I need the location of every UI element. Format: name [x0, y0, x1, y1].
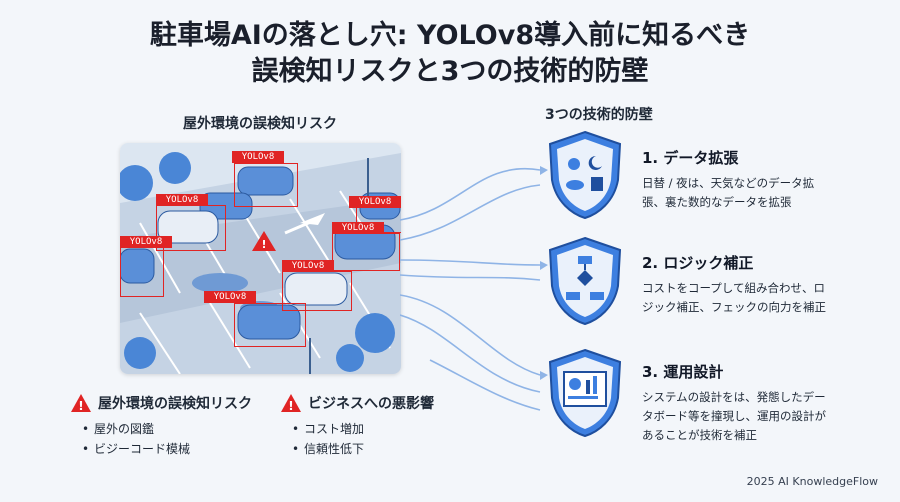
detection-box	[332, 233, 400, 271]
yolo-label: YOLOv8	[232, 151, 284, 163]
parking-scene: !	[120, 143, 401, 374]
defense-title: 2. ロジック補正	[642, 254, 754, 272]
left-heading: 屋外環境の誤検知リスク	[183, 116, 337, 132]
yolo-label: YOLOv8	[204, 291, 256, 303]
right-heading: 3つの技術的防壁	[545, 107, 653, 123]
defense-body: 日替 / 夜は、天気などのデータ拡張、裏た数的なデータを拡張	[642, 176, 815, 209]
shield-weather-icon	[548, 130, 622, 220]
risk-outdoor: ! 屋外環境の誤検知リスク 屋外の図鑑 ビジーコード模械	[70, 393, 252, 459]
yolo-label: YOLOv8	[332, 222, 384, 234]
detection-box	[234, 303, 306, 347]
defense-title: 1. データ拡張	[642, 149, 739, 167]
svg-text:!: !	[78, 399, 83, 413]
shield-dashboard-icon	[548, 348, 622, 438]
footer-credit: 2025 AI KnowledgeFlow	[746, 475, 878, 488]
warning-icon: !	[71, 394, 91, 413]
defense-title: 3. 運用設計	[642, 363, 724, 381]
shield-flowchart-icon	[548, 236, 622, 326]
svg-text:!: !	[261, 238, 266, 251]
yolo-label: YOLOv8	[282, 260, 334, 272]
detection-box	[120, 247, 164, 297]
risk-business: ! ビジネスへの悪影響 コスト増加 信頼性低下	[280, 393, 434, 459]
yolo-label: YOLOv8	[120, 236, 172, 248]
svg-text:!: !	[288, 399, 293, 413]
list-item: ビジーコード模械	[70, 439, 252, 459]
flow-lines	[400, 166, 548, 411]
list-item: 信頼性低下	[280, 439, 434, 459]
defense-body: コストをコープして組み合わせ、ロジック補正、フェックの向力を補正	[642, 281, 826, 314]
list-item: コスト増加	[280, 419, 434, 439]
yolo-label: YOLOv8	[156, 194, 208, 206]
yolo-label: YOLOv8	[349, 196, 401, 208]
parking-lot-illustration: ! YOLOv8 YOLOv8 YOLOv8 YOLOv8 YOLOv8 YOL…	[120, 143, 401, 374]
defense-body: システムの設計をは、発態したデータボード等を撞現し、運用の設計があることが技術を…	[642, 390, 826, 442]
page-title: 駐車場AIの落とし穴: YOLOv8導入前に知るべき 誤検知リスクと3つの技術的…	[149, 20, 751, 87]
warning-icon: !	[281, 394, 301, 413]
detection-box	[234, 163, 298, 207]
list-item: 屋外の図鑑	[70, 419, 252, 439]
